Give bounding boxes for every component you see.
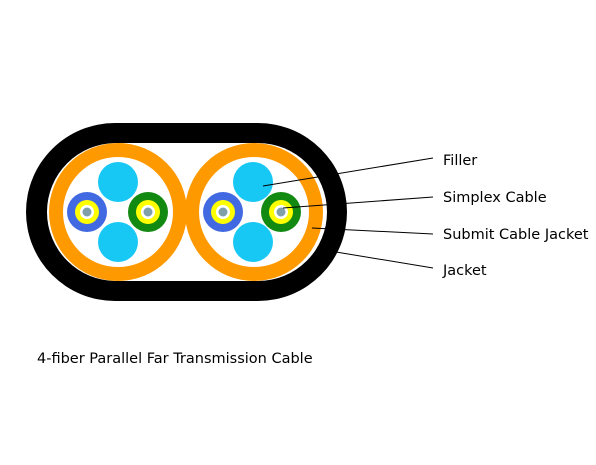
diagram-caption: 4-fiber Parallel Far Transmission Cable	[37, 351, 313, 367]
simplex-cable-green-right	[261, 192, 301, 232]
filler-top-right	[233, 162, 273, 202]
leader-line-filler	[262, 157, 434, 187]
sub-cable-interior-right	[199, 157, 309, 267]
sub-cable-right	[185, 143, 323, 281]
sub-cable-interior-left	[63, 157, 173, 267]
sub-cable-left	[49, 143, 187, 281]
leader-line-jacket	[335, 251, 434, 269]
leader-line-submit-cable-jacket	[311, 227, 434, 235]
label-submit-cable-jacket: Submit Cable Jacket	[443, 227, 589, 243]
filler-bottom-left	[98, 222, 138, 262]
label-jacket: Jacket	[442, 263, 487, 279]
filler-bottom-right	[233, 222, 273, 262]
label-filler: Filler	[443, 153, 477, 169]
simplex-cable-blue-right	[203, 192, 243, 232]
simplex-cable-blue-left	[67, 192, 107, 232]
simplex-cable-green-left	[128, 192, 168, 232]
leader-line-simplex-cable	[282, 196, 434, 209]
label-simplex-cable: Simplex Cable	[443, 190, 547, 206]
filler-top-left	[98, 162, 138, 202]
